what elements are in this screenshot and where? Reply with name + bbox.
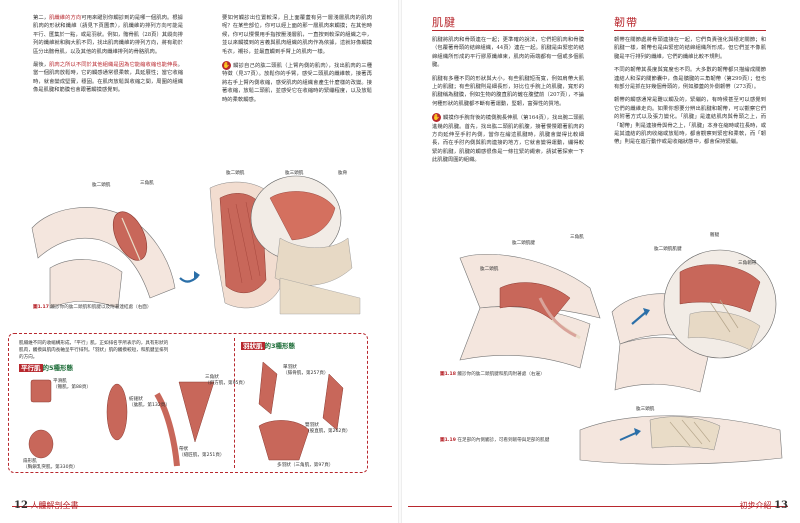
shape-label-triangular: 三角狀（斜方肌，第95頁） (205, 375, 248, 386)
text: 。當一個肌肉放鬆時，它的觸感通常很柔軟，具延展性；當它收縮時，就會變成堅實，穩固… (33, 62, 183, 94)
shape-label-fusiform: 紡錘狀（肱肌，第132頁） (129, 397, 170, 408)
text: 可用來躍別你觸診到的是哪一個肌肉。根據肌肉的形狀和纖維（請見下頁圖表），肌纖維的… (33, 15, 183, 55)
figure-label: 肱三頭肌 (285, 171, 304, 176)
figure-number: 圖1.19 (440, 438, 456, 443)
tendon-heading-rule (432, 30, 584, 31)
figure-1-19-foot: 肱三頭肌 (520, 400, 790, 470)
ligament-paragraph-3: 韌帶的觸感通常是難以觸及的，緊繃的，有時候甚至可以感覺到它們的纖維走向。如果你想… (614, 97, 766, 146)
heading-tag: 羽狀肌 (241, 342, 265, 350)
panel-note: 肌纖維不同的收縮構形成，「平行」肌，正如排名字所表示的，具有形狀的肌肉，觸摸與肌… (19, 341, 169, 360)
muscle-shapes-panel: 肌纖維不同的收縮構形成，「平行」肌，正如排名字所表示的，具有形狀的肌肉，觸摸與肌… (8, 333, 368, 473)
tendon-paragraph-1: 肌腱將肌肉和骨頭連在一起；更準確的說法，它們把肌肉和骨膜（包覆著骨頭的結締組織，… (432, 37, 584, 69)
tendon-heading: 肌腱 (432, 16, 456, 29)
foot-ligament-svg (579, 415, 783, 465)
figure-1-17-caption: 圖1.17 觸診你的肱二頭肌和肌腱以及附著連結處（右面） (33, 305, 163, 311)
shape-label-bipennate: 雙羽狀（股直肌，第262頁） (305, 423, 351, 434)
ligament-paragraph-1: 韌帶在關節處將骨頭連接在一起，它們負責強化與穩定關節；和肌腱一樣，韌帶也是由緊密… (614, 37, 766, 60)
text: 觸摸你手腕背後的橈側腕長伸肌（第164頁），找出腕二頭肌進幾的肌腱。首先，找出肱… (432, 115, 584, 164)
figure-label: 肱二頭肌 (226, 171, 245, 176)
section-title: 初步介紹 (739, 501, 772, 510)
page-number: 13 (774, 500, 788, 511)
heading-tag: 平行肌 (19, 364, 43, 372)
right-footer: 初步介紹 13 (740, 500, 788, 511)
figure-label: 三角肌 (570, 235, 584, 240)
heading-text: 的3種形態 (264, 342, 296, 350)
left-page: 第二，肌纖維的方向可用來躍別你觸診到的是哪一個肌肉。根據肌肉的形狀和纖維（請見下… (8, 14, 392, 511)
left-col1-paragraph-2: 最後，肌肉之所以不同於其他組織是因為它能縮收縮也能伸長。當一個肌肉放鬆時，它的觸… (33, 61, 183, 95)
palpation-hand-icon: ✋ (432, 113, 441, 123)
figure-label: 三角肌 (140, 181, 154, 186)
caption-text: 在足部的內側觸診，可看到韌帶與足部的肌腱 (457, 438, 550, 443)
ligament-heading: 韌帶 (614, 16, 638, 29)
text: 最後， (33, 62, 50, 69)
highlight-text: 肌纖維的方向 (49, 15, 82, 21)
parallel-muscle-heading: 平行肌的5種形態 (19, 362, 73, 372)
figure-number: 圖1.17 (33, 305, 49, 310)
shape-label-unipennate: 單羽狀（腓骨肌，第257頁） (283, 365, 329, 376)
arm-illustration-svg (31, 175, 361, 315)
left-footer: 12 人體解剖全書 (14, 500, 78, 511)
figure-label: 三角韌帶 (738, 261, 757, 266)
figure-label: 肱三頭肌 (636, 407, 655, 412)
left-col2-text: 要如何觸診出位置較深，且上面覆蓋有另一層淺層肌肉的肌肉呢？在某些部位，你可以經上… (222, 14, 372, 109)
shape-label-multipennate: 多羽狀（三角肌，第97頁） (277, 463, 334, 468)
heading-text: 的5種形態 (42, 364, 74, 372)
panel-divider (234, 338, 235, 468)
text: 觸診自己的肱二頭肌（上臂內側的肌肉），找出肌肉的三種特徵（見37頁）。放鬆你的手… (222, 63, 372, 103)
shape-label-strap: 帶狀（縫匠肌，第251頁） (179, 447, 225, 458)
figure-label: 髂腿 (710, 233, 720, 238)
caption-text: 觸診你的肱二頭肌和肌腱以及附著連結處（右面） (50, 305, 152, 310)
figure-label: 肱二頭肌腱 (512, 241, 535, 246)
book-gutter (398, 0, 402, 523)
highlight-text: 肌肉之所以不同於其他組織是因為它能縮收縮也能伸長 (49, 62, 178, 69)
elbow-ligament-svg (611, 249, 777, 393)
ligament-text: 韌帶在關節處將骨頭連接在一起，它們負責強化與穩定關節；和肌腱一樣，韌帶也是由緊密… (614, 36, 766, 152)
figure-1-18: 肱二頭肌腱 三角肌 肱二頭肌 (440, 228, 610, 378)
shape-label-fan: 扇形肌（胸鎖乳突肌，第330頁） (23, 459, 78, 470)
muscle-shapes-svg (28, 361, 344, 467)
shape-label-flat: 平滑肌（髂肌，第88頁） (53, 379, 92, 390)
page-number: 12 (14, 500, 28, 511)
ligament-heading-rule (614, 30, 766, 31)
figure-label: 肱二頭肌肌腱 (654, 247, 682, 252)
caption-text: 觸診你的肱二頭肌腱和肌肉附著處（右邊） (457, 372, 545, 377)
pinnate-muscle-heading: 羽狀肌的3種形態 (241, 340, 295, 350)
left-footer-rule (12, 506, 392, 507)
right-footer-rule (408, 506, 788, 507)
figure-1-19-caption: 圖1.19 在足部的內側觸診，可看到韌帶與足部的肌腱 (440, 438, 560, 444)
left-col1-paragraph-1: 第二，肌纖維的方向可用來躍別你觸診到的是哪一個肌肉。根據肌肉的形狀和纖維（請見下… (33, 14, 183, 56)
figure-label: 肱骨 (338, 171, 348, 176)
figure-1-17: 肱二頭肌 三角肌 肱二頭肌 肱三頭肌 肱骨 (30, 168, 370, 316)
figure-label: 肱二頭肌 (92, 183, 111, 188)
figure-label: 肱二頭肌 (480, 267, 499, 272)
tendon-text: 肌腱將肌肉和骨頭連在一起；更準確的說法，它們把肌肉和骨膜（包覆著骨頭的結締組織，… (432, 36, 584, 170)
figure-number: 圖1.18 (440, 372, 456, 377)
elbow-tendon-svg (459, 253, 601, 369)
book-title: 人體解剖全書 (30, 501, 79, 510)
tendon-paragraph-2: 肌腱有多種不同的形狀與大小，有些肌腱短而寬，例如肩帶大肌上的肌腱；有些肌腱則是細… (432, 75, 584, 107)
left-col2-paragraph-1: 要如何觸診出位置較深，且上面覆蓋有另一層淺層肌肉的肌肉呢？在某些部位，你可以經上… (222, 15, 372, 55)
tendon-paragraph-3: ✋觸摸你手腕背後的橈側腕長伸肌（第164頁），找出腕二頭肌進幾的肌腱。首先，找出… (432, 113, 584, 164)
figure-1-19-elbow: 髂腿 肱二頭肌肌腱 三角韌帶 (610, 232, 780, 402)
left-col1-text: 第二，肌纖維的方向可用來躍別你觸診到的是哪一個肌肉。根據肌肉的形狀和纖維（請見下… (33, 14, 183, 100)
left-col2-paragraph-2: ✋觸診自己的肱二頭肌（上臂內側的肌肉），找出肌肉的三種特徵（見37頁）。放鬆你的… (222, 61, 372, 104)
right-page: 肌腱 肌腱將肌肉和骨頭連在一起；更準確的說法，它們把肌肉和骨膜（包覆著骨頭的結締… (400, 0, 800, 523)
palpation-hand-icon: ✋ (222, 61, 231, 71)
text: 第二， (33, 15, 50, 21)
ligament-paragraph-2: 不同的韌帶其長度與寬度也不同。大多數的韌帶都只描繪成關節連結人和深的關節囊中，像… (614, 67, 766, 91)
figure-1-18-caption: 圖1.18 觸診你的肱二頭肌腱和肌肉附著處（右邊） (440, 372, 630, 378)
